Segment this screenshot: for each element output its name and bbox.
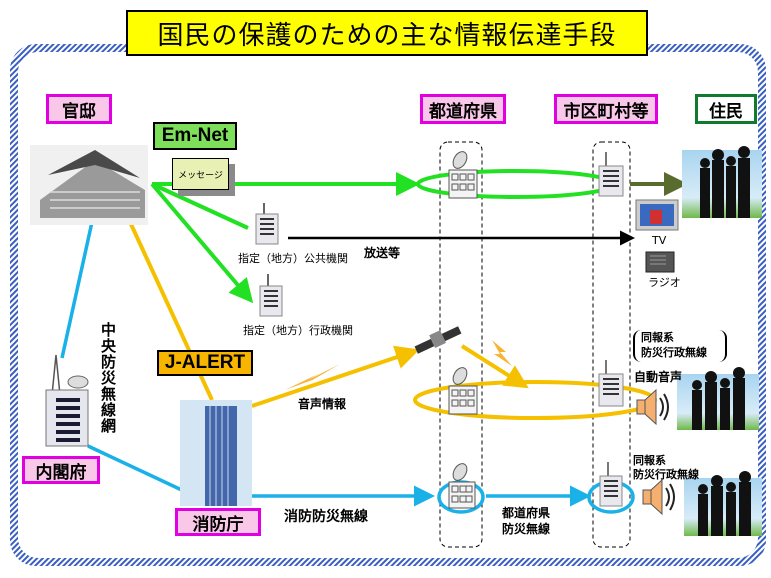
- label-residents: 住民: [695, 94, 757, 124]
- auto-voice-label: 自動音声: [634, 370, 683, 384]
- simul-radio-bracket: 同報系 防災行政無線: [633, 330, 727, 362]
- label-prefecture: 都道府県: [420, 94, 506, 124]
- municipality-building-icon: [598, 360, 624, 407]
- pref-radio-label-line2: 防災無線: [502, 522, 551, 536]
- people-silhouette-icon: [684, 471, 762, 536]
- speaker-icon: [642, 478, 675, 516]
- tv-label: TV: [652, 234, 667, 247]
- simul-radio2-line1: 同報系: [633, 454, 666, 467]
- em-net-label: Em-Net: [153, 122, 237, 150]
- prefecture-building-icon: [448, 367, 478, 415]
- designated-public-label: 指定（地方）公共機関: [238, 252, 348, 265]
- municipality-building-icon: [599, 462, 623, 507]
- label-cabinet-office: 内閣府: [22, 456, 100, 484]
- label-municipality: 市区町村等: [554, 94, 658, 124]
- designated-public-building-icon: [255, 203, 279, 245]
- broadcast-label: 放送等: [364, 246, 401, 260]
- pref-radio-label-line1: 都道府県: [502, 506, 551, 520]
- lightning-icon: [285, 364, 340, 390]
- cabinet-office-building-icon: [45, 354, 89, 447]
- designated-admin-label: 指定（地方）行政機関: [243, 324, 353, 337]
- radio-icon: [645, 251, 675, 273]
- fire-agency-skyscraper-icon: [180, 400, 252, 506]
- designated-admin-building-icon: [259, 274, 283, 317]
- municipality-column: [592, 141, 631, 548]
- lightning-icon: [492, 340, 512, 366]
- speaker-icon: [636, 388, 669, 426]
- simul-radio2-line2: 防災行政無線: [633, 468, 699, 481]
- page-title: 国民の保護のための主な情報伝達手段: [126, 10, 648, 56]
- label-fire-agency: 消防庁: [175, 508, 261, 536]
- simul-radio-line2: 防災行政無線: [641, 346, 707, 359]
- kantei-building-icon: [30, 145, 148, 225]
- central-radio-label: 中央防災無線網: [99, 322, 117, 434]
- message-note: メッセージ: [172, 158, 229, 190]
- label-kantei: 官邸: [46, 94, 112, 124]
- j-alert-label: J-ALERT: [157, 350, 253, 376]
- people-silhouette-icon: [682, 146, 762, 218]
- municipality-building-icon: [598, 152, 624, 197]
- people-silhouette-icon: [677, 367, 759, 430]
- radio-label: ラジオ: [648, 276, 681, 289]
- prefecture-building-icon: [448, 463, 476, 509]
- fire-radio-label: 消防防災無線: [284, 509, 368, 525]
- fire-radio-links: [60, 221, 635, 514]
- prefecture-building-icon: [448, 151, 478, 199]
- voice-info-label: 音声情報: [298, 397, 347, 411]
- satellite-icon: [414, 326, 462, 354]
- tv-icon: [635, 199, 679, 231]
- simul-radio-line1: 同報系: [641, 331, 674, 344]
